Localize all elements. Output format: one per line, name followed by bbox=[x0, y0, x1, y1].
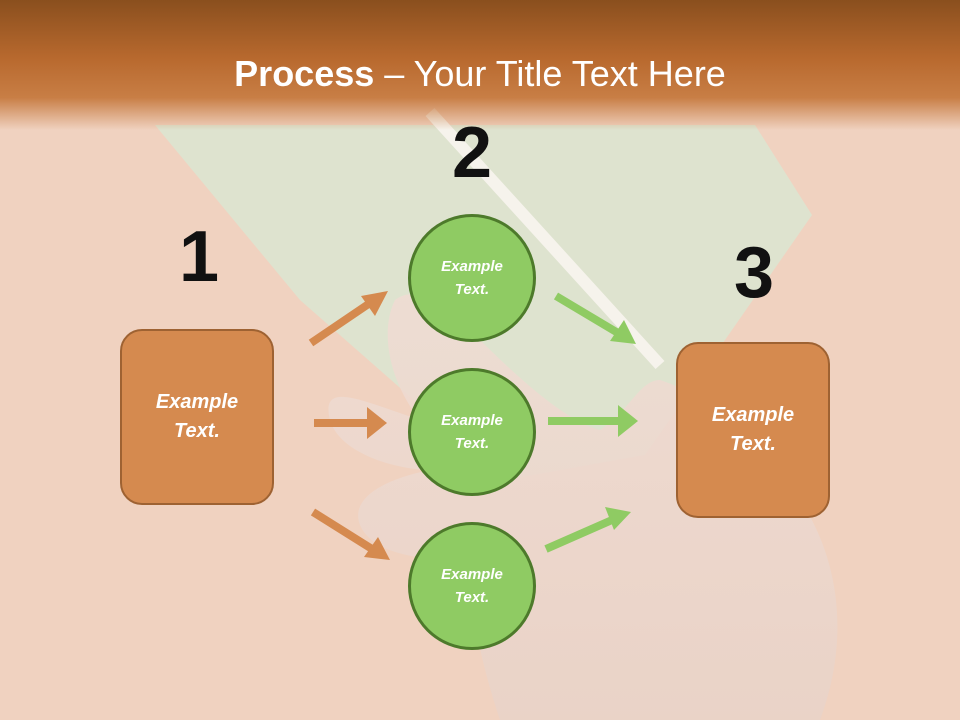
step-2-circle-3-text: Example Text. bbox=[441, 566, 503, 606]
step-2-circle-3: Example Text. bbox=[408, 522, 536, 650]
step-2-circle-2: Example Text. bbox=[408, 368, 536, 496]
title-rest: – Your Title Text Here bbox=[374, 53, 726, 94]
title-bold: Process bbox=[234, 53, 375, 94]
step-3-number: 3 bbox=[733, 233, 775, 313]
step-2-circle-1: Example Text. bbox=[408, 214, 536, 342]
step-2-circle-1-text: Example Text. bbox=[441, 258, 503, 298]
header-bar bbox=[0, 0, 960, 130]
step-2-circle-2-text: Example Text. bbox=[441, 412, 503, 452]
step-2-number: 2 bbox=[451, 113, 493, 193]
slide-title: Process – Your Title Text Here bbox=[0, 50, 960, 98]
step-3-text: Example Text. bbox=[711, 404, 795, 455]
step-1-box: Example Text. bbox=[120, 329, 274, 505]
step-1-text: Example Text. bbox=[155, 391, 239, 442]
step-3-box: Example Text. bbox=[676, 342, 830, 518]
step-1-number: 1 bbox=[178, 217, 220, 297]
